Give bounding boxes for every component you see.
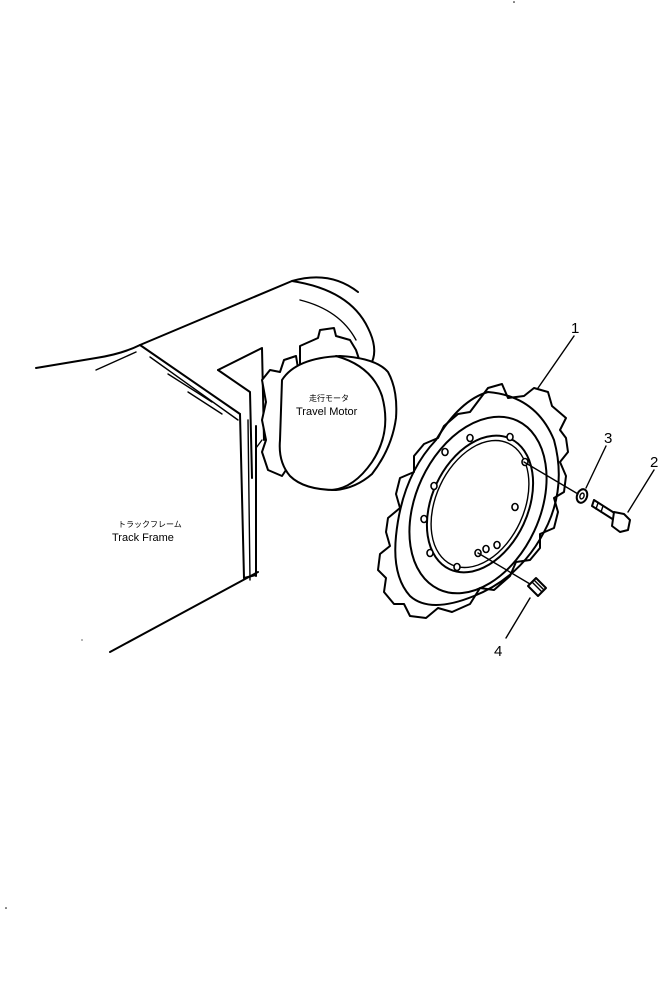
plug <box>527 577 547 597</box>
washer-center-line <box>523 461 579 495</box>
washer <box>575 488 589 504</box>
callout-2-number: 2 <box>650 454 658 471</box>
callout-1: 1 <box>537 320 579 389</box>
callout-3: 3 <box>585 430 612 489</box>
callout-4: 4 <box>494 597 531 660</box>
track-frame-label-jp: トラックフレーム <box>118 520 182 529</box>
track-frame <box>35 276 359 653</box>
callout-1-number: 1 <box>571 320 579 337</box>
track-frame-label: Track Frame <box>112 532 174 544</box>
scan-speck <box>513 1 515 3</box>
scan-speck <box>5 907 7 909</box>
scan-speck <box>81 639 83 641</box>
plug-center-line <box>477 552 531 585</box>
sprocket <box>377 383 569 619</box>
travel-motor-label-jp: 走行モータ <box>309 393 349 403</box>
callout-2: 2 <box>627 454 658 513</box>
callout-3-number: 3 <box>604 430 612 447</box>
callout-4-number: 4 <box>494 643 502 660</box>
bolt <box>591 499 631 533</box>
travel-motor-label: Travel Motor <box>296 406 358 418</box>
travel-motor <box>261 280 398 491</box>
